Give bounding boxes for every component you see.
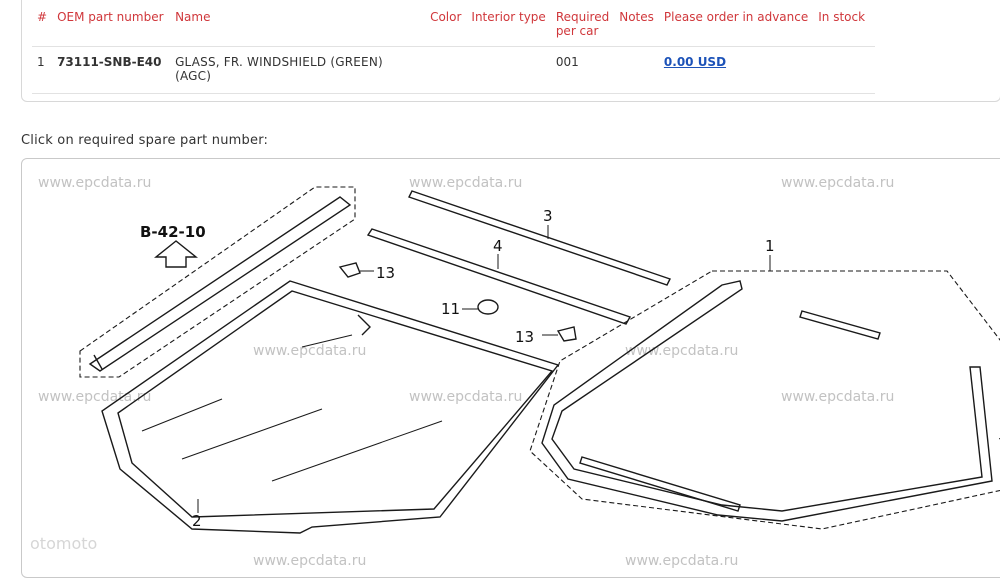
- watermark: www.epcdata.ru: [253, 553, 366, 569]
- part-4-strip[interactable]: [366, 228, 632, 325]
- col-header-required: Required per car: [550, 0, 615, 47]
- parts-diagram[interactable]: www.epcdata.ru www.epcdata.ru www.epcdat…: [21, 158, 1000, 578]
- cell-stock: [813, 46, 876, 94]
- part-1-assembly-outline: [529, 270, 1000, 530]
- table-row[interactable]: 1 73111-SNB-E40 GLASS, FR. WINDSHIELD (G…: [32, 46, 876, 94]
- col-header-color: Color: [425, 0, 467, 47]
- up-arrow-icon: [154, 240, 198, 268]
- callout-3[interactable]: 3: [543, 207, 553, 225]
- instruction-text: Click on required spare part number:: [21, 133, 269, 148]
- part-1-upper-strip: [799, 310, 881, 340]
- cell-price: 0.00 USD: [658, 46, 814, 94]
- watermark: www.epcdata.ru: [781, 389, 894, 405]
- table-header-row: # OEM part number Name Color Interior ty…: [32, 0, 876, 47]
- cell-num: 1: [32, 46, 53, 94]
- watermark: www.epcdata.ru: [409, 175, 522, 191]
- part-1-frame-seal[interactable]: [541, 280, 993, 522]
- molding-strip-end: [93, 354, 103, 370]
- windshield-inner-edge: [117, 290, 554, 518]
- col-header-notes: Notes: [614, 0, 659, 47]
- cell-color: [425, 46, 467, 94]
- clip-13-upper[interactable]: [338, 262, 361, 278]
- clip-13-lower[interactable]: [556, 326, 577, 342]
- glare-line: [271, 420, 443, 482]
- watermark: www.epcdata.ru: [409, 389, 522, 405]
- watermark: www.epcdata.ru: [625, 343, 738, 359]
- cell-interior: [466, 46, 551, 94]
- col-header-required-line2: per car: [555, 24, 599, 38]
- glare-line: [301, 334, 353, 348]
- watermark: www.epcdata.ru: [38, 389, 151, 405]
- watermark: www.epcdata.ru: [781, 175, 894, 191]
- callout-4[interactable]: 4: [493, 237, 503, 255]
- col-header-name: Name: [170, 0, 426, 47]
- glare-line: [141, 398, 223, 432]
- callout-11[interactable]: 11: [441, 300, 460, 318]
- parts-table: # OEM part number Name Color Interior ty…: [32, 0, 876, 94]
- price-link[interactable]: 0.00 USD: [663, 55, 727, 69]
- cell-required: 001: [550, 46, 615, 94]
- col-header-num: #: [32, 0, 53, 47]
- parts-table-panel: # OEM part number Name Color Interior ty…: [21, 0, 1000, 102]
- windshield-mirror-mount: [357, 314, 371, 336]
- footer-logo: otomoto: [30, 534, 97, 553]
- dashed-group-outline: [79, 186, 356, 378]
- watermark: www.epcdata.ru: [38, 175, 151, 191]
- col-header-interior: Interior type: [466, 0, 551, 47]
- cell-oem-number[interactable]: 73111-SNB-E40: [52, 46, 171, 94]
- callout-13-lower[interactable]: 13: [515, 328, 534, 346]
- cell-name: GLASS, FR. WINDSHIELD (GREEN) (AGC): [170, 46, 426, 94]
- callout-7[interactable]: 7: [998, 435, 1000, 453]
- molding-strip-left[interactable]: [88, 196, 352, 372]
- callout-2[interactable]: 2: [192, 512, 202, 530]
- watermark: www.epcdata.ru: [253, 343, 366, 359]
- part-3-strip[interactable]: [408, 190, 671, 286]
- part-2-windshield-glass[interactable]: [101, 280, 560, 534]
- reference-label[interactable]: B-42-10: [140, 223, 206, 241]
- col-header-stock: In stock: [813, 0, 876, 47]
- col-header-required-line1: Required: [555, 10, 610, 24]
- watermark: www.epcdata.ru: [625, 553, 738, 569]
- col-header-oem: OEM part number: [52, 0, 171, 47]
- part-1-lower-strip: [579, 456, 741, 512]
- callout-13-upper[interactable]: 13: [376, 264, 395, 282]
- diagram-svg: www.epcdata.ru www.epcdata.ru www.epcdat…: [30, 175, 1000, 569]
- cell-notes: [614, 46, 659, 94]
- col-header-advance: Please order in advance: [658, 0, 814, 47]
- glare-line: [181, 408, 323, 460]
- part-11-sensor[interactable]: [477, 299, 499, 315]
- callout-1[interactable]: 1: [765, 237, 775, 255]
